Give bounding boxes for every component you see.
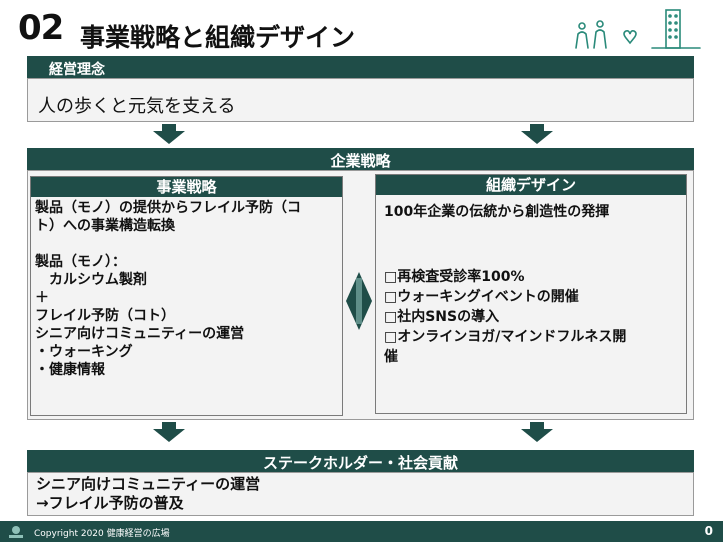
org-design-items: □再検査受診率100% □ウォーキングイベントの開催 □社内SNSの導入 □オン… bbox=[384, 269, 627, 365]
arrow-down-icon bbox=[530, 422, 544, 429]
business-strategy-text: 製品（モノ）の提供からフレイル予防（コ ト）への事業構造転換 製品（モノ）： カ… bbox=[35, 200, 301, 378]
arrow-down-icon bbox=[153, 429, 185, 442]
org-design-header: 組織デザイン bbox=[376, 175, 686, 195]
business-strategy-panel: 事業戦略 製品（モノ）の提供からフレイル予防（コ ト）への事業構造転換 製品（モ… bbox=[30, 176, 343, 416]
double-arrow-icon bbox=[346, 272, 372, 330]
stakeholder-body: シニア向けコミュニティーの運営 →フレイル予防の普及 bbox=[27, 472, 694, 516]
arrow-down-icon bbox=[521, 429, 553, 442]
arrow-down-icon bbox=[162, 124, 176, 131]
arrow-down-icon bbox=[530, 124, 544, 131]
copyright-text: Copyright 2020 健康経営の広場 bbox=[34, 529, 170, 539]
people-heart-building-icon bbox=[575, 9, 701, 49]
arrow-down-icon bbox=[153, 131, 185, 144]
footer-bar: Copyright 2020 健康経営の広場 0 bbox=[0, 521, 723, 542]
arrow-down-icon bbox=[162, 422, 176, 429]
stakeholder-header: ステークホルダー・社会貢献 bbox=[27, 450, 694, 472]
philosophy-body: 人の歩くと元気を支える bbox=[27, 78, 694, 122]
slide-title: 事業戦略と組織デザイン bbox=[80, 23, 356, 52]
slide-number: 02 bbox=[18, 8, 64, 48]
org-design-panel: 組織デザイン 100年企業の伝統から創造性の発揮 □再検査受診率100% □ウォ… bbox=[375, 174, 687, 414]
arrow-down-icon bbox=[521, 131, 553, 144]
strategy-header: 企業戦略 bbox=[27, 148, 694, 170]
business-strategy-header: 事業戦略 bbox=[31, 177, 342, 197]
philosophy-header: 経営理念 bbox=[27, 56, 694, 78]
logo-icon bbox=[9, 526, 23, 538]
page-number: 0 bbox=[704, 524, 713, 538]
org-design-lead: 100年企業の伝統から創造性の発揮 bbox=[384, 204, 610, 220]
